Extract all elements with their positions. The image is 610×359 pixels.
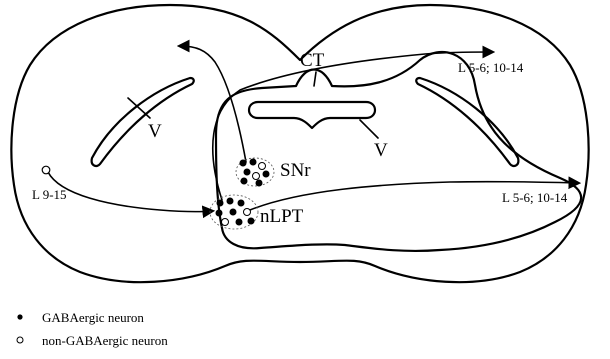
legend-non-gaba-marker — [17, 337, 23, 343]
neuron-non-gaba — [259, 163, 266, 170]
neuron-gaba — [238, 200, 245, 207]
label-ct: CT — [300, 50, 325, 71]
ventricle-left — [92, 78, 194, 166]
neuron-gaba — [250, 159, 257, 166]
neuron-non-gaba — [222, 219, 229, 226]
neuron-gaba — [230, 209, 237, 216]
ventricle-central — [249, 102, 375, 128]
ventricle-right — [416, 78, 518, 166]
neuron-gaba — [248, 218, 255, 225]
label-v-center: V — [374, 140, 388, 161]
neuron-gaba — [217, 200, 224, 207]
label-v-left: V — [148, 121, 162, 142]
arrow-left-input-to-nlpt — [48, 172, 212, 212]
neuron-non-gaba — [253, 173, 260, 180]
ct-pointer — [314, 72, 316, 86]
nlpt-neurons — [216, 198, 255, 226]
label-l9-15: L 9-15 — [32, 187, 67, 202]
neuron-gaba — [216, 210, 223, 217]
neuron-gaba — [263, 171, 270, 178]
neuron-gaba — [256, 180, 263, 187]
legend: GABAergic neuron non-GABAergic neuron — [17, 310, 168, 348]
legend-gaba-marker — [17, 314, 22, 319]
neuron-gaba — [236, 219, 243, 226]
neuron-gaba — [241, 178, 248, 185]
label-snr: SNr — [280, 160, 311, 181]
input-neuron-open — [42, 166, 50, 174]
v-left-pointer — [128, 98, 150, 118]
neuron-gaba — [227, 198, 234, 205]
v-center-pointer — [360, 120, 378, 138]
label-l56-right: L 5-6; 10-14 — [502, 190, 568, 205]
neuron-gaba — [240, 160, 247, 167]
legend-non-gaba-label: non-GABAergic neuron — [42, 333, 168, 348]
label-nlpt: nLPT — [260, 206, 304, 227]
neuron-non-gaba — [244, 209, 251, 216]
snr-neurons — [240, 159, 270, 187]
legend-gaba-label: GABAergic neuron — [42, 310, 144, 325]
neuron-gaba — [244, 169, 251, 176]
label-l56-upper: L 5-6; 10-14 — [458, 60, 524, 75]
